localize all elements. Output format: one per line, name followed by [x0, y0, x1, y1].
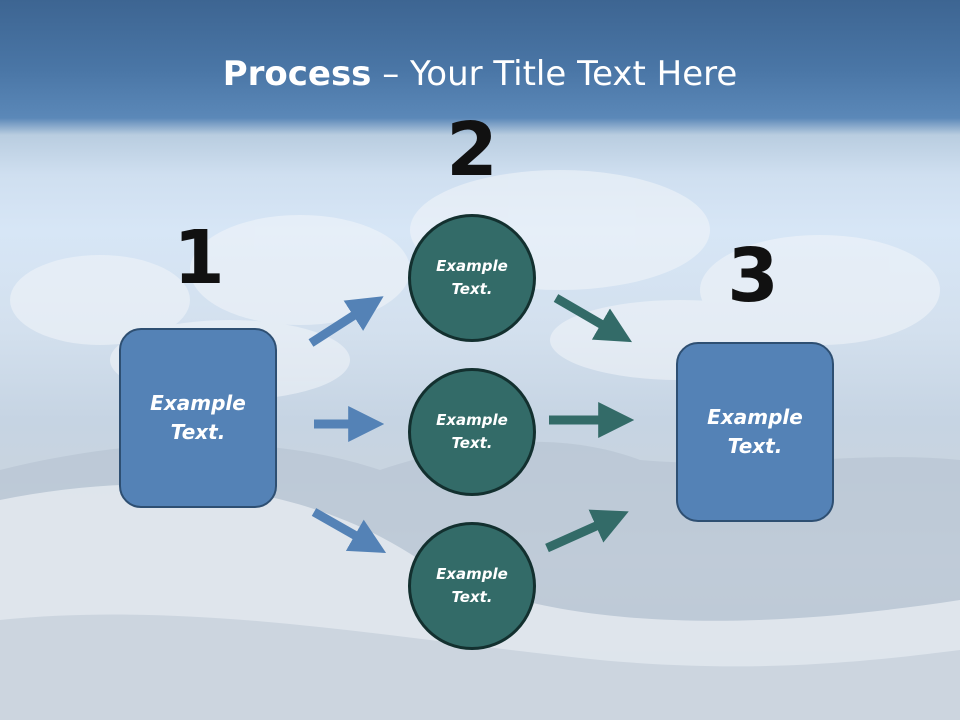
- step-2-number: 2: [446, 107, 498, 193]
- step-3-text-line2: Text.: [727, 434, 783, 458]
- step-1-text-line1: Example: [150, 391, 246, 415]
- step-3-text-line1: Example: [707, 405, 803, 429]
- circle-bottom-text-line2: Text.: [451, 588, 493, 606]
- page-title: Process – Your Title Text Here: [0, 52, 960, 96]
- title-rest: – Your Title Text Here: [371, 54, 738, 94]
- circle-top-text-line1: Example: [436, 257, 508, 275]
- title-bold: Process: [222, 54, 372, 94]
- arrow-top-to-3: [553, 294, 633, 343]
- step-1-number: 1: [173, 215, 225, 301]
- arrow-1-to-top: [308, 296, 384, 347]
- step-3-number: 3: [727, 233, 779, 319]
- step-1-text-line2: Text.: [170, 420, 226, 444]
- circle-top-text-line2: Text.: [451, 280, 493, 298]
- circle-middle-text-line2: Text.: [451, 434, 493, 452]
- arrow-bottom-to-3: [545, 509, 629, 553]
- arrow-1-to-bottom: [311, 508, 387, 554]
- circle-middle-text-line1: Example: [436, 411, 508, 429]
- circle-bottom-text-line1: Example: [436, 565, 508, 583]
